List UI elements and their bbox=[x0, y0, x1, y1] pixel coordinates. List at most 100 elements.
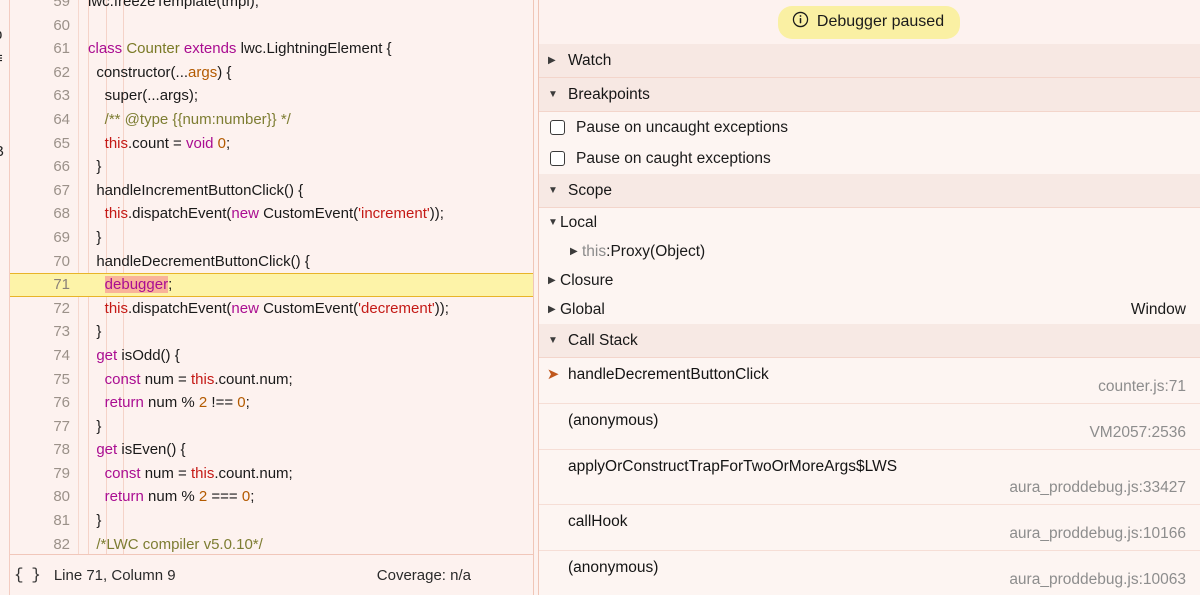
section-header-watch[interactable]: Watch bbox=[538, 44, 1200, 78]
line-number[interactable]: 77 bbox=[53, 417, 70, 435]
pane-resizer[interactable] bbox=[533, 0, 539, 595]
line-number[interactable]: 73 bbox=[53, 323, 70, 341]
line-number[interactable]: 66 bbox=[53, 158, 70, 176]
code-line[interactable]: 74 get isOdd() { bbox=[0, 344, 533, 368]
scope-group-local[interactable]: Local bbox=[538, 208, 1200, 237]
call-stack-frame[interactable]: applyOrConstructTrapForTwoOrMoreArgs$LWS… bbox=[538, 450, 1200, 505]
line-number[interactable]: 62 bbox=[53, 63, 70, 81]
section-title-scope: Scope bbox=[568, 181, 612, 199]
line-number[interactable]: 76 bbox=[53, 394, 70, 412]
code-line[interactable]: 70 handleDecrementButtonClick() { bbox=[0, 250, 533, 274]
line-number[interactable]: 67 bbox=[53, 181, 70, 199]
code-text: handleIncrementButtonClick() { bbox=[88, 179, 303, 203]
chevron-down-icon bbox=[548, 218, 560, 228]
line-number[interactable]: 61 bbox=[53, 40, 70, 58]
info-circle-icon bbox=[792, 11, 809, 33]
code-line[interactable]: 62 constructor(...args) { bbox=[0, 61, 533, 85]
frame-function-name: (anonymous) bbox=[568, 559, 659, 576]
scope-group-closure[interactable]: Closure bbox=[538, 266, 1200, 295]
code-line[interactable]: 81 } bbox=[0, 509, 533, 533]
chevron-right-icon bbox=[548, 56, 560, 66]
code-token: !== bbox=[207, 394, 238, 412]
pause-uncaught-exceptions-row[interactable]: Pause on uncaught exceptions bbox=[538, 112, 1200, 143]
editor-status-bar: { } Line 71, Column 9 Coverage: n/a bbox=[0, 554, 533, 595]
code-token: return bbox=[104, 488, 149, 506]
navigator-pane-sliver[interactable]: b ≡ B bbox=[0, 0, 10, 595]
code-token: this bbox=[104, 299, 129, 317]
call-stack-frame[interactable]: (anonymous)VM2057:2536 bbox=[538, 404, 1200, 450]
line-number[interactable]: 65 bbox=[53, 134, 70, 152]
line-number[interactable]: 70 bbox=[53, 252, 70, 270]
code-line[interactable]: 79 const num = this.count.num; bbox=[0, 462, 533, 486]
debugger-sidebar: Debugger paused Watch Breakpoints Pause … bbox=[538, 0, 1200, 595]
pause-uncaught-exceptions-checkbox[interactable] bbox=[550, 120, 565, 135]
code-line[interactable]: 60 bbox=[0, 14, 533, 38]
call-stack-frame[interactable]: (anonymous)aura_proddebug.js:10063 bbox=[538, 551, 1200, 595]
code-line[interactable]: 66 } bbox=[0, 155, 533, 179]
code-line[interactable]: 65 this.count = void 0; bbox=[0, 132, 533, 156]
code-line[interactable]: 72 this.dispatchEvent(new CustomEvent('d… bbox=[0, 297, 533, 321]
pause-caught-exceptions-checkbox[interactable] bbox=[550, 151, 565, 166]
section-header-call-stack[interactable]: Call Stack bbox=[538, 324, 1200, 358]
line-number[interactable]: 80 bbox=[53, 488, 70, 506]
frame-function-name: callHook bbox=[568, 513, 628, 530]
code-line[interactable]: 68 this.dispatchEvent(new CustomEvent('i… bbox=[0, 202, 533, 226]
code-line[interactable]: 78 get isEven() { bbox=[0, 438, 533, 462]
code-text: } bbox=[88, 415, 101, 439]
pretty-print-icon[interactable]: { } bbox=[14, 566, 41, 584]
line-number[interactable]: 63 bbox=[53, 87, 70, 105]
line-number[interactable]: 78 bbox=[53, 441, 70, 459]
line-number[interactable]: 79 bbox=[53, 464, 70, 482]
code-line[interactable]: 69 } bbox=[0, 226, 533, 250]
line-number[interactable]: 59 bbox=[53, 0, 70, 10]
line-number[interactable]: 82 bbox=[53, 535, 70, 553]
chevron-right-icon bbox=[570, 247, 582, 257]
code-token: get bbox=[96, 441, 122, 459]
code-line[interactable]: 75 const num = this.count.num; bbox=[0, 368, 533, 392]
cursor-position-label: Line 71, Column 9 bbox=[53, 566, 176, 584]
code-line[interactable]: 64 /** @type {{num:number}} */ bbox=[0, 108, 533, 132]
code-line[interactable]: 80 return num % 2 === 0; bbox=[0, 485, 533, 509]
code-line-highlighted[interactable]: 71 debugger; bbox=[0, 273, 533, 297]
code-token: const bbox=[104, 464, 145, 482]
line-number[interactable]: 60 bbox=[53, 16, 70, 34]
coverage-label: Coverage: n/a bbox=[376, 566, 471, 584]
scope-group-label: Global bbox=[560, 300, 605, 318]
code-line[interactable]: 77 } bbox=[0, 415, 533, 439]
scope-entry-this[interactable]: this : Proxy(Object) bbox=[538, 237, 1200, 266]
code-line[interactable]: 63 super(...args); bbox=[0, 84, 533, 108]
code-text: const num = this.count.num; bbox=[88, 368, 293, 392]
line-number[interactable]: 72 bbox=[53, 299, 70, 317]
section-header-breakpoints[interactable]: Breakpoints bbox=[538, 78, 1200, 112]
code-token: constructor(... bbox=[96, 63, 189, 81]
code-token: isOdd() { bbox=[121, 346, 180, 364]
line-number[interactable]: 64 bbox=[53, 110, 70, 128]
section-header-scope[interactable]: Scope bbox=[538, 174, 1200, 208]
pause-caught-exceptions-row[interactable]: Pause on caught exceptions bbox=[538, 143, 1200, 174]
code-line[interactable]: 67 handleIncrementButtonClick() { bbox=[0, 179, 533, 203]
scope-group-global[interactable]: Global Window bbox=[538, 295, 1200, 324]
code-token: ; bbox=[226, 134, 231, 152]
line-number[interactable]: 69 bbox=[53, 228, 70, 246]
code-token: this bbox=[190, 464, 215, 482]
code-token: ) { bbox=[217, 63, 232, 81]
line-number[interactable]: 71 bbox=[53, 276, 70, 294]
line-number[interactable]: 81 bbox=[53, 512, 70, 530]
code-text: return num % 2 === 0; bbox=[88, 485, 255, 509]
code-token: num = bbox=[144, 370, 191, 388]
code-token: ; bbox=[245, 394, 250, 412]
line-number[interactable]: 74 bbox=[53, 346, 70, 364]
line-number[interactable]: 68 bbox=[53, 205, 70, 223]
code-line[interactable]: 76 return num % 2 !== 0; bbox=[0, 391, 533, 415]
line-number[interactable]: 75 bbox=[53, 370, 70, 388]
code-line[interactable]: 82 /*LWC compiler v5.0.10*/ bbox=[0, 533, 533, 554]
code-token: .count = bbox=[128, 134, 186, 152]
code-token: super(...args); bbox=[104, 87, 199, 105]
code-line[interactable]: 73 } bbox=[0, 320, 533, 344]
